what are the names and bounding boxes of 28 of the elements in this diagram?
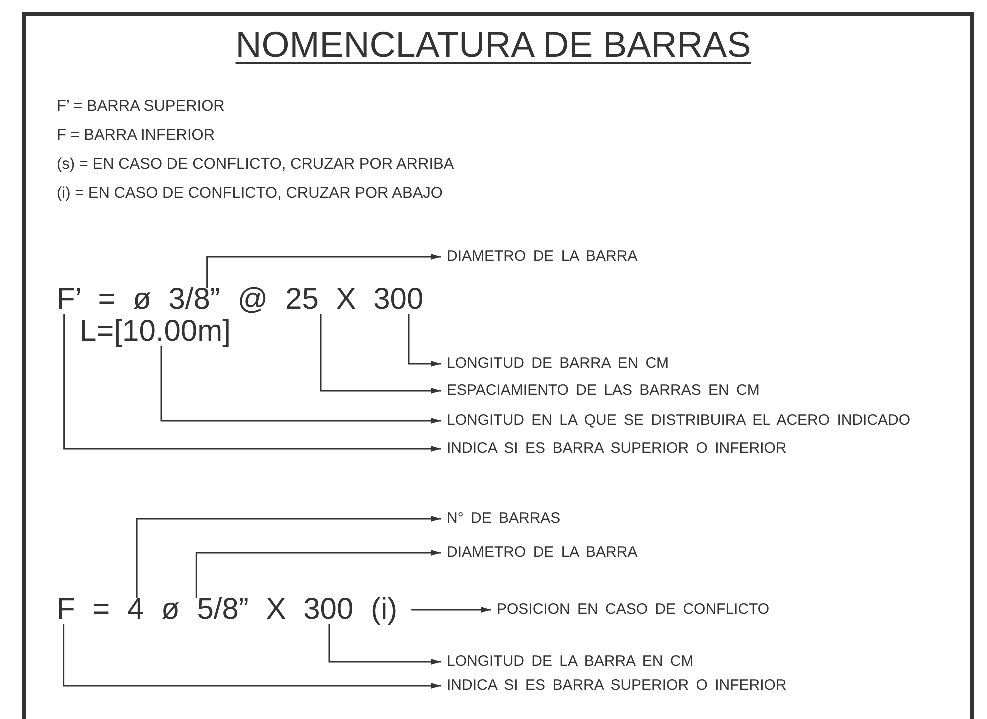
leader-line bbox=[196, 550, 441, 598]
definition-text: (i) = EN CASO DE CONFLICTO, CRUZAR POR ABAJO bbox=[57, 185, 443, 203]
leader-line bbox=[412, 607, 491, 613]
leader-line bbox=[160, 346, 441, 424]
definition-text: F’ = BARRA SUPERIOR bbox=[57, 98, 225, 116]
annotation-text: INDICA SI ES BARRA SUPERIOR O INFERIOR bbox=[447, 440, 787, 458]
annotation-text: POSICION EN CASO DE CONFLICTO bbox=[497, 601, 770, 619]
title: NOMENCLATURA DE BARRAS bbox=[236, 24, 752, 65]
annotation-text: N° DE BARRAS bbox=[447, 510, 561, 528]
annotation-text: DIAMETRO DE LA BARRA bbox=[447, 248, 638, 266]
bar-notation-text: L=[10.00m] bbox=[80, 316, 231, 348]
leader-line bbox=[206, 254, 441, 288]
leader-line bbox=[136, 516, 441, 598]
leader-line bbox=[63, 624, 441, 689]
definition-text: (s) = EN CASO DE CONFLICTO, CRUZAR POR ARRIBA bbox=[57, 156, 454, 174]
bar-notation-text: F = 4 ø 5/8” X 300 (i) bbox=[57, 594, 398, 626]
definition-text: F = BARRA INFERIOR bbox=[57, 127, 216, 145]
annotation-text: ESPACIAMIENTO DE LAS BARRAS EN CM bbox=[447, 382, 760, 400]
annotation-text: LONGITUD EN LA QUE SE DISTRIBUIRA EL ACERO INDICADO bbox=[447, 412, 911, 430]
annotation-text: DIAMETRO DE LA BARRA bbox=[447, 544, 638, 562]
annotation-text: LONGITUD DE LA BARRA EN CM bbox=[447, 653, 694, 671]
annotation-text: INDICA SI ES BARRA SUPERIOR O INFERIOR bbox=[447, 677, 787, 695]
leader-line bbox=[64, 314, 441, 452]
leader-line bbox=[328, 624, 441, 665]
leader-line bbox=[408, 314, 441, 367]
leader-line bbox=[320, 314, 441, 394]
annotation-text: LONGITUD DE BARRA EN CM bbox=[447, 355, 670, 373]
bar-notation-text: F’ = ø 3/8” @ 25 X 300 bbox=[57, 284, 424, 316]
